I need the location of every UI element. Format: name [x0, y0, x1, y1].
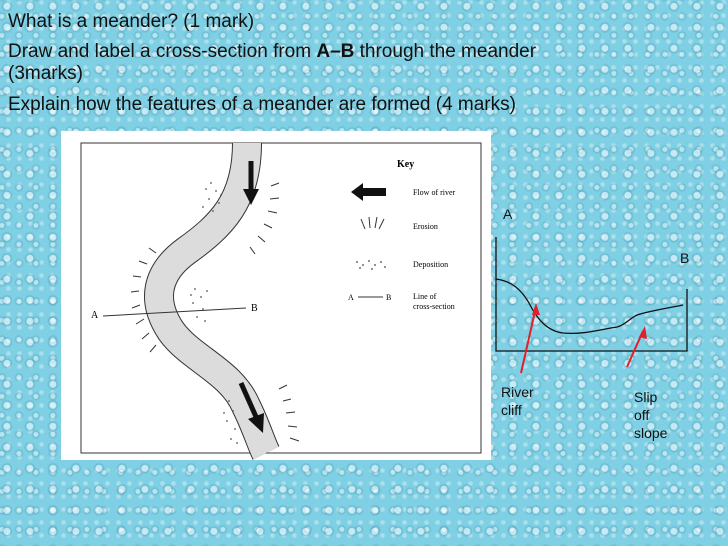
erosion-hatch-group: [130, 182, 300, 442]
flow-arrow-top-icon: [243, 189, 259, 205]
slip-off-line-2: slope: [634, 425, 668, 441]
question-ab-label: A–B: [316, 41, 355, 62]
slip-off-slope-label: Slip off slope: [634, 388, 667, 442]
river-cliff-line-2: cliff: [501, 402, 522, 418]
slip-off-arrow-head-icon: [639, 326, 647, 339]
slip-off-line-1: Slip off: [634, 389, 658, 423]
key-line-b: B: [386, 293, 391, 302]
flow-arrow-bottom-shaft: [238, 381, 260, 421]
key-erosion-icon: [360, 216, 385, 230]
key-erosion-label: Erosion: [413, 222, 438, 231]
section-label-a: A: [503, 206, 513, 222]
cross-section-line: [102, 307, 247, 317]
map-point-b: B: [251, 303, 258, 314]
meander-map-svg: A B Key Flow of river Erosion Deposition…: [80, 142, 482, 460]
deposition-stipple-group: [190, 182, 238, 444]
key-title: Key: [397, 159, 414, 170]
question-text: Draw and label a cross-section from: [8, 41, 317, 62]
river-cliff-arrow: [520, 306, 537, 374]
section-frame: [495, 237, 688, 352]
section-label-b: B: [680, 250, 690, 266]
map-point-a: A: [91, 310, 99, 321]
question-cross-section: Draw and label a cross-section from A–B …: [8, 41, 536, 63]
question-meander-definition: What is a meander? (1 mark): [8, 11, 255, 32]
section-profile-line: [495, 278, 684, 335]
question-meander-features: Explain how the features of a meander ar…: [8, 94, 516, 115]
question-text-end: through the meander: [354, 41, 537, 62]
key-line-a: A: [348, 293, 354, 302]
cross-section-svg: [495, 237, 688, 374]
river-cliff-label: River cliff: [501, 383, 534, 419]
key-flow-label: Flow of river: [413, 188, 456, 197]
question-cross-section-marks: (3marks): [8, 63, 83, 84]
key-line-label-2: cross-section: [413, 302, 455, 311]
map-frame: [80, 142, 482, 454]
river-channel: [145, 142, 279, 460]
key-line-label-1: Line of: [413, 292, 437, 301]
key-deposition-icon: [356, 260, 386, 270]
key-flow-arrow-icon: [351, 183, 386, 201]
river-cliff-line-1: River: [501, 384, 534, 400]
meander-map-diagram: A B Key Flow of river Erosion Deposition…: [61, 131, 491, 460]
key-deposition-label: Deposition: [413, 260, 448, 269]
flow-arrow-bottom-icon: [248, 413, 264, 433]
river-cliff-arrow-head-icon: [532, 303, 540, 315]
